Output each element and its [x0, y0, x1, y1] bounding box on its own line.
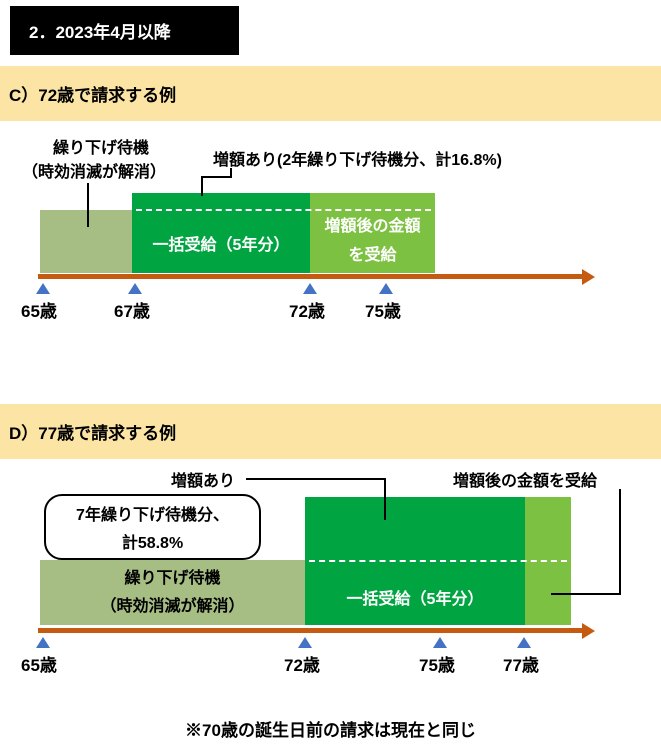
c-age-75: 75歳 — [365, 302, 401, 321]
c-increase-label: 増額あり(2年繰り下げ待機分、計16.8%) — [213, 152, 502, 169]
d-baseline-dashed-line — [309, 560, 567, 562]
c-age-67: 67歳 — [114, 302, 150, 321]
c-increase-leader-line-top — [230, 168, 232, 178]
c-marker-65 — [36, 283, 50, 294]
c-increased-box — [310, 193, 435, 273]
c-lumpsum-box — [132, 193, 310, 273]
d-increase-leader-line-h — [246, 478, 386, 480]
c-lumpsum-label: 一括受給（5年分） — [152, 237, 290, 254]
c-age-72: 72歳 — [289, 302, 325, 321]
d-deferral-label-line1: 繰り下げ待機 — [124, 570, 221, 587]
d-timeline-arrow — [38, 622, 595, 639]
d-deferral-callout-line1: 7年繰り下げ待機分、 — [76, 507, 229, 524]
d-deferral-callout: 7年繰り下げ待機分、 計58.8% — [44, 494, 261, 560]
c-timeline-arrow — [38, 268, 595, 285]
d-age-72: 72歳 — [284, 656, 320, 675]
d-deferral-box — [40, 560, 305, 625]
d-deferral-callout-line2: 計58.8% — [121, 535, 184, 552]
d-marker-75 — [433, 637, 447, 648]
c-marker-75 — [379, 283, 393, 294]
c-marker-72 — [303, 283, 317, 294]
d-lumpsum-label: 一括受給（5年分） — [346, 591, 484, 608]
c-deferral-box — [40, 210, 132, 273]
d-increase-leader-line-v — [384, 478, 386, 520]
page-title: 2．2023年4月以降 — [10, 6, 239, 55]
d-increase-label: 増額あり — [171, 473, 236, 490]
d-after-leader-line-h — [551, 593, 621, 595]
d-deferral-label-line2: （時効消滅が解消） — [100, 598, 245, 615]
section-d-header: D）77歳で請求する例 — [0, 404, 661, 459]
d-marker-65 — [36, 637, 50, 648]
c-wait-leader-line — [87, 183, 89, 227]
c-increase-leader-line-bottom — [201, 176, 203, 196]
d-age-77: 77歳 — [503, 656, 539, 675]
d-age-75: 75歳 — [419, 656, 455, 675]
c-age-65: 65歳 — [21, 302, 57, 321]
d-marker-72 — [298, 637, 312, 648]
footnote: ※70歳の誕生日前の請求は現在と同じ — [185, 721, 476, 740]
c-increased-label-line1: 増額後の金額 — [324, 218, 421, 235]
d-marker-77 — [517, 637, 531, 648]
d-after-leader-line-v — [619, 489, 621, 595]
d-age-65: 65歳 — [21, 656, 57, 675]
section-c-header: C）72歳で請求する例 — [0, 66, 661, 121]
c-baseline-dashed-line — [136, 209, 431, 211]
c-wait-label-line1: 繰り下げ待機 — [53, 140, 150, 157]
c-increase-leader-line-mid — [201, 176, 232, 178]
c-increased-label-line2: を受給 — [348, 247, 397, 264]
c-marker-67 — [128, 283, 142, 294]
d-after-label: 増額後の金額を受給 — [453, 473, 598, 490]
c-wait-label-line2: （時効消滅が解消） — [22, 164, 167, 181]
